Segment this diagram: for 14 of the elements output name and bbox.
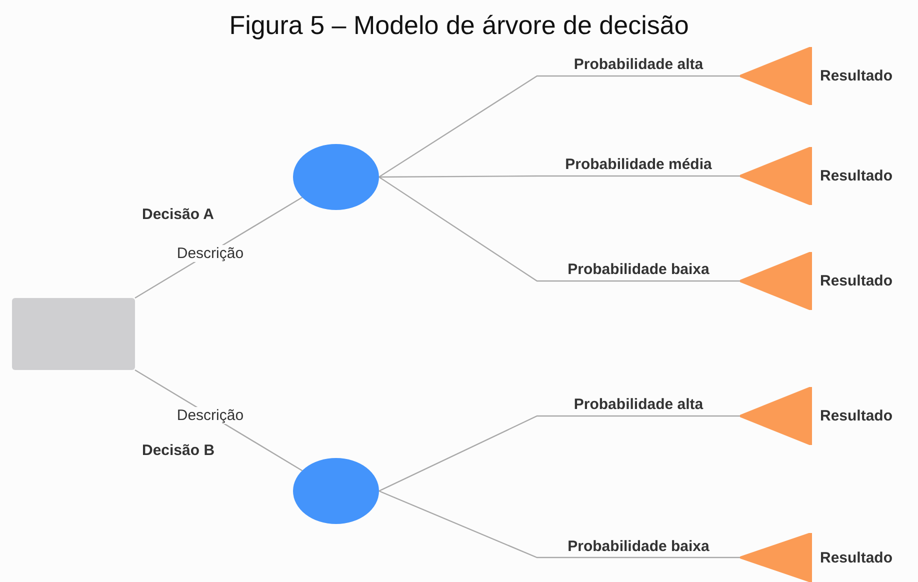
outcome-label: Resultado <box>820 549 893 566</box>
branch-line <box>378 415 740 492</box>
branch-line <box>378 490 740 558</box>
branch-line <box>378 176 740 282</box>
outcome-label: Resultado <box>820 408 893 424</box>
decision-label: Decisão A <box>142 206 214 223</box>
branch-line <box>379 175 740 178</box>
figure-title: Figura 5 – Modelo de árvore de decisão <box>228 10 690 41</box>
branch-line <box>378 75 740 178</box>
decision-square <box>12 298 135 370</box>
outcome-label: Resultado <box>820 272 893 290</box>
outcome-label: Resultado <box>820 168 893 184</box>
decision-label: Decisão B <box>142 442 215 459</box>
outcome-label: Resultado <box>820 68 893 84</box>
